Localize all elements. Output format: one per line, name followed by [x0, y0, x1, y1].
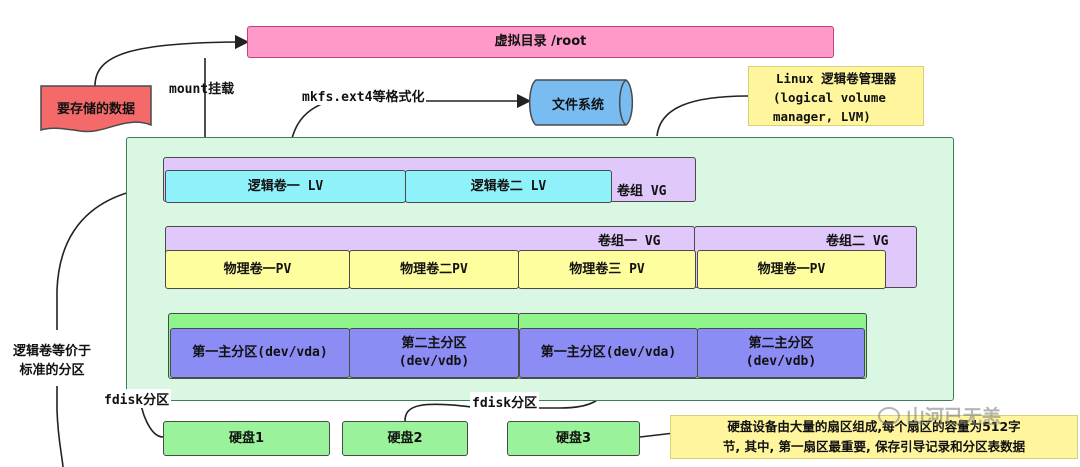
vg-1-label: 卷组一 VG — [598, 234, 661, 249]
lv-1-label: 逻辑卷一 LV — [247, 178, 324, 194]
filesystem-label: 文件系统 — [551, 98, 604, 113]
partition-2-name: 第二主分区 — [401, 336, 467, 352]
partition-3: 第一主分区(dev/vda) — [519, 328, 698, 378]
partition-4: 第二主分区 (dev/vdb) — [697, 328, 865, 378]
lv-2-label: 逻辑卷二 LV — [470, 178, 547, 194]
mount-label: mount挂载 — [169, 82, 235, 97]
data-document-shape — [40, 85, 152, 133]
lv-equiv-connector-lower — [56, 386, 64, 467]
lv-equiv-note: 逻辑卷等价于 标准的分区 — [2, 342, 102, 380]
pv-4: 物理卷一PV — [697, 250, 886, 289]
data-to-store-label: 要存储的数据 — [56, 102, 135, 117]
lvm-note-connector — [656, 95, 749, 137]
disk-2-label: 硬盘2 — [387, 430, 423, 446]
disk-1-label: 硬盘1 — [228, 430, 265, 446]
vg-top-label: 卷组 VG — [617, 184, 667, 199]
partition-3-name: 第一主分区(dev/vda) — [540, 345, 677, 361]
lvm-note-line-2: (logical volume — [773, 90, 886, 105]
pv-3-label: 物理卷三 PV — [569, 261, 645, 277]
partition-2-dev: (dev/vdb) — [398, 354, 470, 369]
pv-4-label: 物理卷一PV — [757, 261, 826, 277]
virtual-root-directory: 虚拟目录 /root — [247, 26, 834, 58]
watermark-text: 山河已无恙 — [906, 406, 1002, 428]
lv-equiv-line-1: 逻辑卷等价于 — [12, 344, 91, 359]
watermark: 山河已无恙 — [878, 402, 1001, 429]
fdisk-left-label: fdisk分区 — [102, 389, 172, 408]
pv-3: 物理卷三 PV — [518, 250, 696, 289]
pv-1: 物理卷一PV — [165, 250, 350, 289]
fdisk-mid-label: fdisk分区 — [470, 392, 540, 411]
disk-note: 硬盘设备由大量的扇区组成,每个扇区的容量为512字 节, 其中, 第一扇区最重要… — [670, 415, 1078, 459]
partition-1-name: 第一主分区(dev/vda) — [192, 345, 328, 361]
disk-note-line-1: 硬盘设备由大量的扇区组成,每个扇区的容量为512字 — [727, 419, 1021, 434]
pv-2-label: 物理卷二PV — [400, 261, 468, 277]
disk-1: 硬盘1 — [163, 421, 330, 456]
disk-3: 硬盘3 — [507, 421, 640, 456]
pv-1-label: 物理卷一PV — [223, 261, 292, 277]
lv-equiv-line-2: 标准的分区 — [19, 363, 85, 378]
partition-1: 第一主分区(dev/vda) — [170, 328, 350, 378]
lvm-note: Linux 逻辑卷管理器 (logical volume manager, LV… — [748, 66, 924, 126]
disk-3-label: 硬盘3 — [555, 430, 592, 446]
lvm-note-line-3: manager, LVM) — [773, 109, 871, 124]
data-to-root-arrow — [94, 34, 250, 87]
pv-2: 物理卷二PV — [349, 250, 519, 289]
mkfs-label: mkfs.ext4等格式化 — [300, 86, 427, 105]
filesystem-cylinder — [528, 79, 634, 126]
partition-2: 第二主分区 (dev/vdb) — [349, 328, 519, 378]
partition-4-name: 第二主分区 — [748, 336, 814, 352]
lvm-note-line-1: Linux 逻辑卷管理器 — [775, 71, 897, 86]
disk-note-line-2: 节, 其中, 第一扇区最重要, 保存引导记录和分区表数据 — [722, 439, 1026, 454]
lv-1: 逻辑卷一 LV — [165, 170, 406, 203]
vg-2-label: 卷组二 VG — [826, 234, 889, 249]
partition-4-dev: (dev/vdb) — [745, 354, 817, 369]
wechat-icon — [878, 406, 900, 425]
disk-2: 硬盘2 — [342, 421, 468, 456]
lv-2: 逻辑卷二 LV — [405, 170, 612, 203]
root-label: 虚拟目录 /root — [494, 34, 587, 50]
